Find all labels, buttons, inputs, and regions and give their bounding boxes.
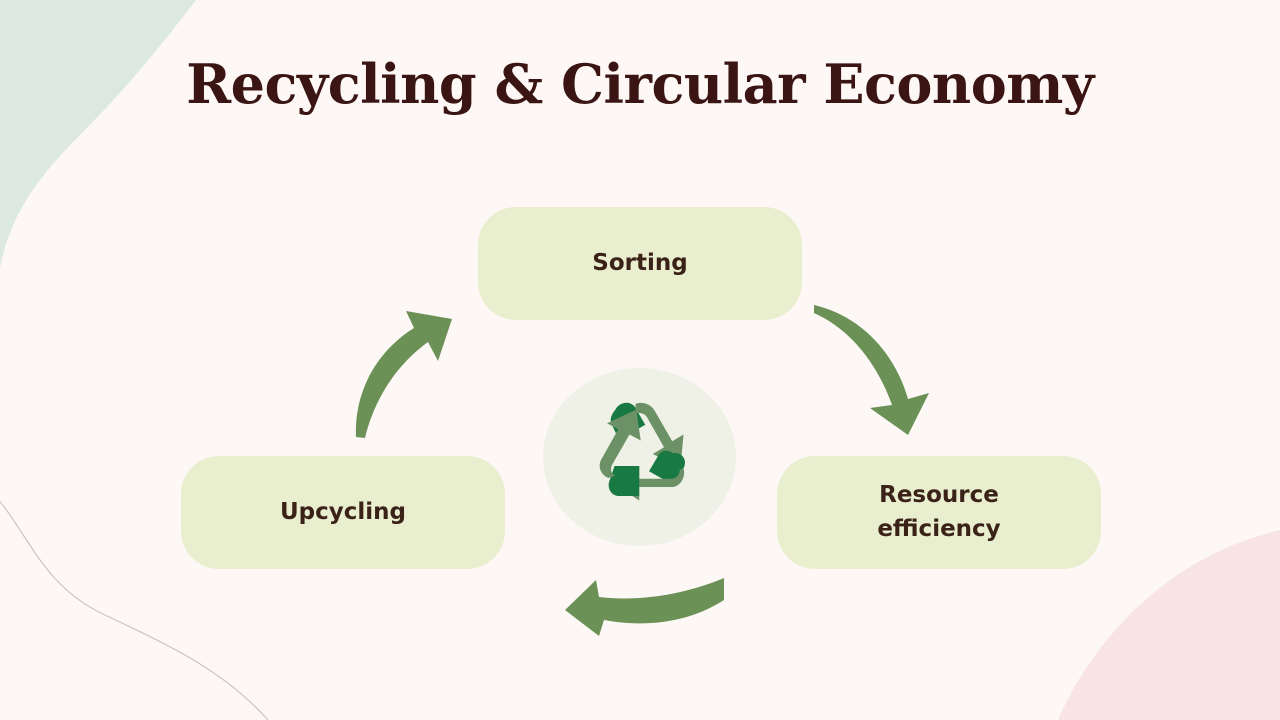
curved-arrow-down-right-icon	[814, 305, 929, 435]
page-title: Recycling & Circular Economy	[186, 52, 1094, 116]
center-disc	[543, 368, 736, 546]
bottom-right-pink-blob	[1058, 530, 1280, 720]
node-resource-efficiency-label: Resource efficiency	[877, 479, 1000, 546]
recycle-icon	[599, 402, 686, 501]
node-sorting[interactable]: Sorting	[478, 207, 802, 320]
curved-arrow-left-icon	[565, 578, 724, 636]
node-resource-line1: Resource	[879, 482, 999, 509]
node-sorting-label: Sorting	[592, 249, 688, 276]
curved-arrow-up-right-icon	[355, 311, 452, 438]
node-resource-line2: efficiency	[877, 515, 1001, 542]
node-resource-efficiency[interactable]: Resource efficiency	[777, 456, 1101, 569]
top-left-mint-blob	[0, 0, 196, 268]
node-upcycling-label: Upcycling	[279, 498, 406, 525]
node-upcycling[interactable]: Upcycling	[181, 456, 505, 569]
